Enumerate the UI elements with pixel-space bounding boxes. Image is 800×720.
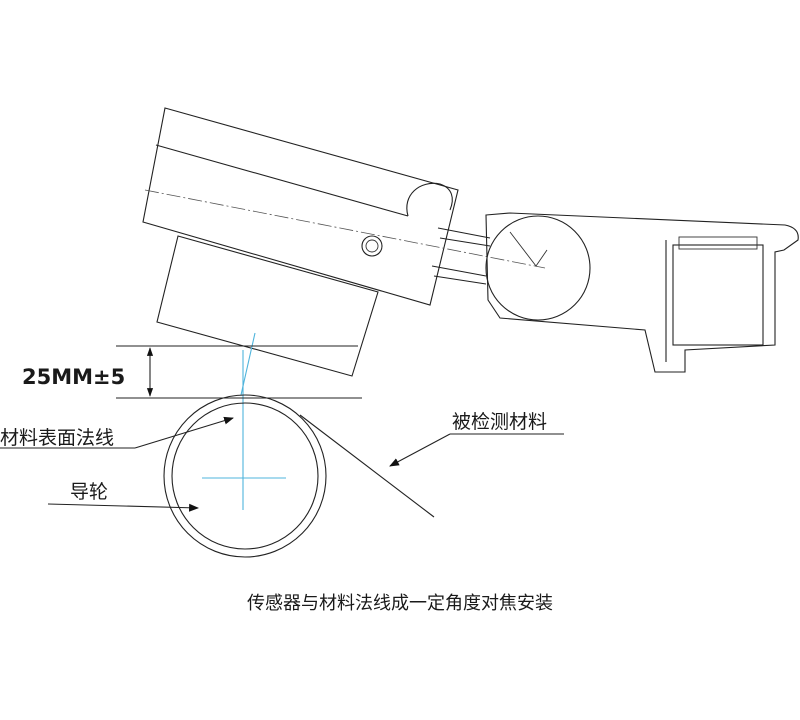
pivot-disc [485,215,591,321]
material-strip [299,414,435,518]
dimension-label: 25MM±5 [22,365,125,389]
sensor-head [142,107,546,377]
surface-normal-leader [134,416,234,449]
mounting-bracket [431,212,799,373]
guide-wheel-label: 导轮 [70,481,108,503]
guide-wheel-leader [47,503,199,512]
bracket-panel [672,244,764,346]
beam-lines [240,332,256,510]
surface-normal-label: 材料表面法线 [0,427,114,449]
bolt-icon [361,235,383,257]
guide-wheel [163,394,327,558]
sensor-axis-line [144,189,546,269]
dimension-annotation [116,345,362,399]
measured-material-label: 被检测材料 [452,411,547,433]
diagram-caption: 传感器与材料法线成一定角度对焦安装 [247,593,553,614]
